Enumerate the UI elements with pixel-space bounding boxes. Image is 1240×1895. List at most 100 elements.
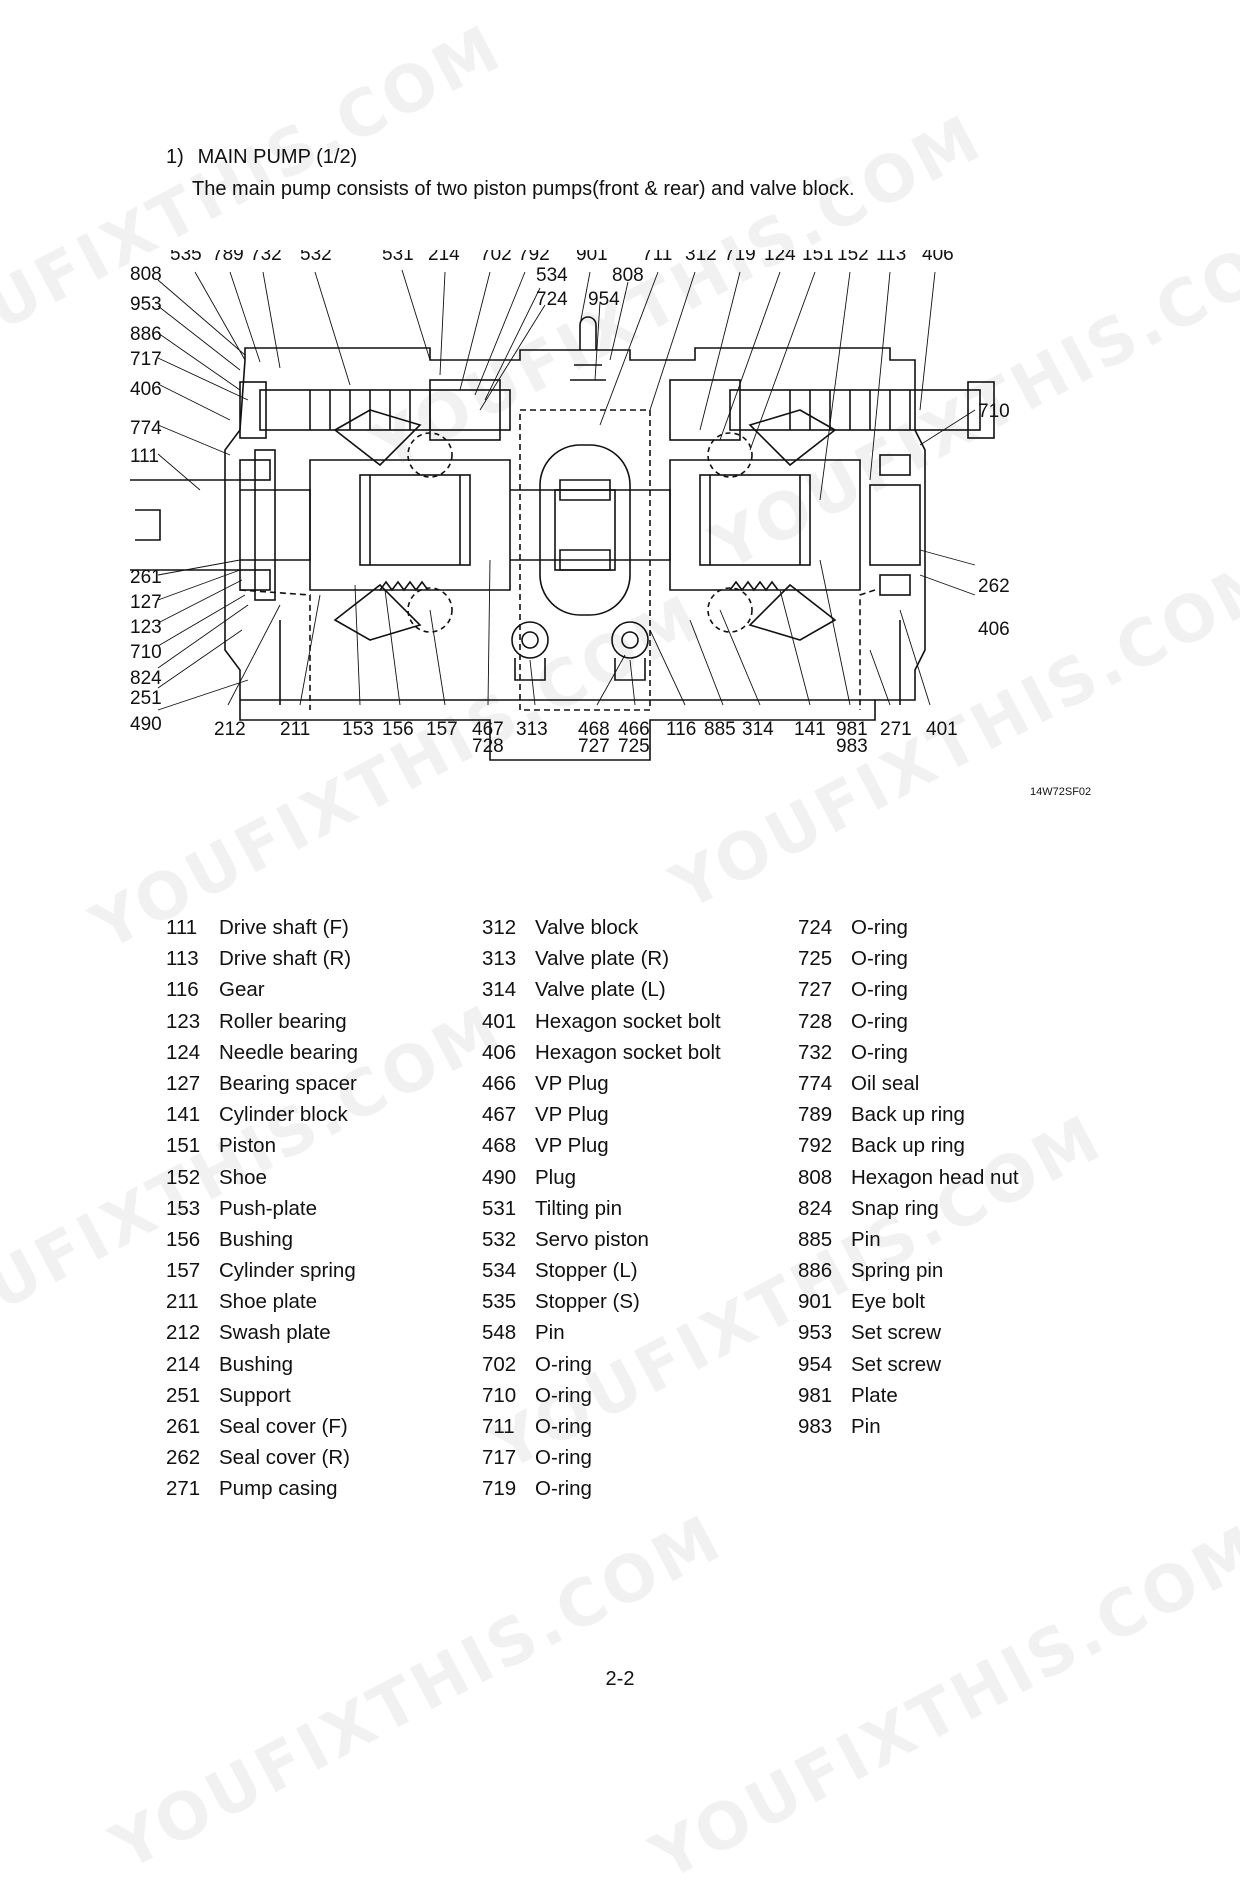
- part-number: 901: [798, 1290, 833, 1314]
- part-number: 711: [482, 1415, 515, 1438]
- callout-732: 732: [250, 250, 282, 265]
- callout-211: 211: [280, 719, 310, 740]
- callout-727: 727: [578, 736, 610, 757]
- part-name: Needle bearing: [219, 1040, 359, 1064]
- parts-row: 886 Spring pin: [798, 1255, 1114, 1286]
- main-pump-cross-section: 535 789 732 532 548 531 214 702 792 534 …: [130, 250, 1110, 830]
- part-number: 732: [798, 1040, 833, 1064]
- watermark: YOUFIXTHIS.COM: [640, 1510, 1240, 1895]
- callout-535: 535: [170, 250, 202, 265]
- part-name: O-ring: [851, 978, 908, 1002]
- part-number: 774: [798, 1071, 833, 1095]
- part-name: Valve plate (R): [535, 947, 670, 971]
- section-number: 1): [166, 146, 184, 168]
- callout-774: 774: [130, 418, 162, 439]
- callout-406: 406: [130, 379, 162, 400]
- part-number: 532: [482, 1227, 517, 1251]
- part-number: 548: [482, 1321, 517, 1345]
- parts-row: 702 O-ring: [482, 1349, 798, 1380]
- callout-983: 983: [836, 736, 868, 757]
- callout-789: 789: [212, 250, 244, 265]
- callout-490: 490: [130, 714, 162, 735]
- part-number: 113: [166, 947, 199, 971]
- callout-261: 261: [130, 567, 162, 588]
- callout-702: 702: [480, 250, 512, 265]
- part-number: 116: [166, 978, 199, 1002]
- part-name: O-ring: [851, 916, 908, 939]
- part-name: Pin: [535, 1321, 565, 1345]
- part-number: 151: [166, 1134, 201, 1158]
- part-name: Roller bearing: [219, 1009, 347, 1033]
- part-number: 468: [482, 1134, 517, 1158]
- part-name: Piston: [219, 1134, 276, 1158]
- part-number: 886: [798, 1259, 833, 1283]
- part-name: O-ring: [851, 1009, 908, 1033]
- parts-row: 548 Pin: [482, 1317, 798, 1348]
- part-name: Drive shaft (R): [219, 947, 352, 971]
- part-number: 212: [166, 1321, 201, 1345]
- callout-314: 314: [742, 719, 774, 740]
- part-number: 127: [166, 1071, 201, 1095]
- part-name: Pin: [851, 1227, 881, 1251]
- part-name: Eye bolt: [851, 1290, 926, 1314]
- part-name: Tilting pin: [535, 1196, 622, 1220]
- callout-710-right: 710: [978, 401, 1010, 422]
- callout-312: 312: [685, 250, 717, 265]
- section-heading: 1) MAIN PUMP (1/2): [166, 146, 357, 169]
- part-number: 710: [482, 1383, 517, 1407]
- callout-717: 717: [130, 349, 162, 370]
- callout-271: 271: [880, 719, 912, 740]
- part-name: VP Plug: [535, 1103, 609, 1127]
- callout-262: 262: [978, 576, 1010, 597]
- part-name: Shoe: [219, 1165, 267, 1189]
- part-number: 214: [166, 1352, 201, 1376]
- callout-808: 808: [130, 264, 162, 285]
- callout-728: 728: [472, 736, 504, 757]
- callout-468: 468: [578, 719, 610, 740]
- part-number: 153: [166, 1196, 201, 1220]
- callout-954: 954: [588, 289, 620, 310]
- callout-808-top: 808: [612, 265, 644, 286]
- part-name: O-ring: [535, 1352, 592, 1376]
- part-number: 535: [482, 1290, 517, 1314]
- part-number: 981: [798, 1383, 833, 1407]
- callout-141: 141: [794, 719, 826, 740]
- part-name: Bushing: [219, 1227, 294, 1251]
- part-name: Plug: [535, 1165, 577, 1189]
- part-number: 792: [798, 1134, 833, 1158]
- part-name: Cylinder block: [219, 1103, 348, 1127]
- part-number: 534: [482, 1259, 517, 1283]
- part-number: 702: [482, 1352, 517, 1376]
- parts-row: 113 Drive shaft (R): [166, 943, 482, 974]
- part-number: 313: [482, 947, 517, 971]
- part-name: Spring pin: [851, 1259, 944, 1283]
- part-name: Snap ring: [851, 1196, 939, 1220]
- part-name: Swash plate: [219, 1321, 331, 1345]
- part-number: 261: [166, 1415, 201, 1438]
- part-name: Oil seal: [851, 1071, 920, 1095]
- part-number: 251: [166, 1383, 201, 1407]
- part-number: 124: [166, 1040, 201, 1064]
- part-name: O-ring: [851, 947, 908, 971]
- part-number: 808: [798, 1165, 833, 1189]
- figure-code: 14W72SF02: [1030, 786, 1091, 798]
- part-name: Hexagon head nut: [851, 1165, 1019, 1189]
- callout-152: 152: [837, 250, 869, 265]
- callout-151: 151: [802, 250, 834, 265]
- callout-532: 532: [300, 250, 332, 265]
